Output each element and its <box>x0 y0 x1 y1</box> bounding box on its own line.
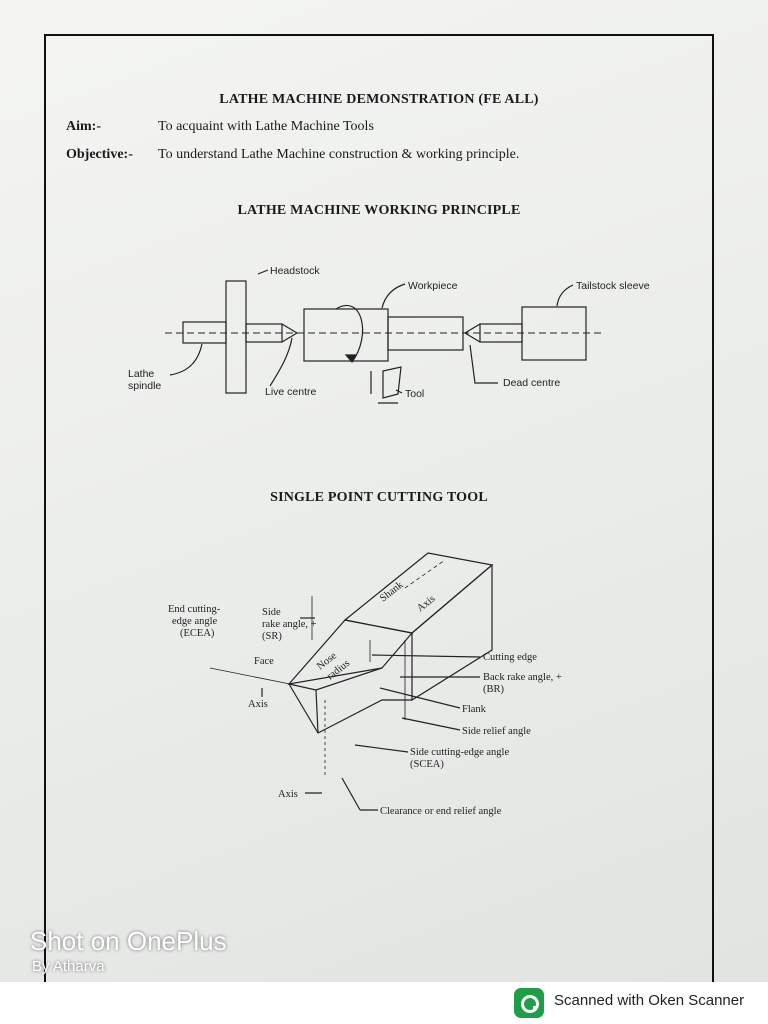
tailstock-sleeve <box>521 306 587 361</box>
axis-top-line <box>404 559 446 589</box>
label-back-rake-2: (BR) <box>483 684 505 695</box>
label-axis-bottom: Axis <box>278 789 298 800</box>
label-shank: Shank <box>378 579 406 604</box>
scanner-text: Scanned with Oken Scanner <box>554 992 745 1009</box>
label-back-rake-1: Back rake angle, + <box>483 672 562 683</box>
nose-edge <box>315 689 319 734</box>
aim-text: To acquaint with Lathe Machine Tools <box>158 119 374 134</box>
scanner-footer <box>0 982 768 1024</box>
label-ecea-1: End cutting- <box>168 604 221 615</box>
label-headstock: Headstock <box>270 265 320 277</box>
label-cutting-edge: Cutting edge <box>483 652 537 663</box>
label-sr-1: Side <box>262 607 281 618</box>
rotation-arrowhead <box>344 354 358 364</box>
label-scea-1: Side cutting-edge angle <box>410 747 509 758</box>
label-lathe: Lathe <box>128 368 154 380</box>
label-dead-centre: Dead centre <box>503 377 560 389</box>
label-axis-left: Axis <box>248 699 268 710</box>
label-tool: Tool <box>405 388 424 400</box>
label-axis-top: Axis <box>415 593 437 614</box>
watermark-shot-on: Shot on OnePlus <box>30 926 227 956</box>
shank-side-face <box>411 563 493 702</box>
label-ecea-3: (ECEA) <box>180 628 215 639</box>
leader-flank <box>379 687 461 709</box>
leader-cutting-edge <box>371 654 481 658</box>
leader-scea <box>354 744 409 753</box>
leader-dead-centre <box>469 344 498 384</box>
label-spindle: spindle <box>128 380 161 392</box>
leader-tailstock <box>556 284 574 307</box>
leader-workpiece <box>381 283 406 309</box>
label-live-centre: Live centre <box>265 386 317 398</box>
live-centre-point <box>281 323 299 343</box>
leader-tool <box>395 389 403 394</box>
label-ecea-2: edge angle <box>172 616 218 627</box>
label-sr-2: rake angle, + <box>262 619 317 630</box>
label-clearance: Clearance or end relief angle <box>380 806 502 817</box>
lathe-diagram <box>165 269 605 404</box>
figure2-title: SINGLE POINT CUTTING TOOL <box>270 490 488 505</box>
label-side-relief: Side relief angle <box>462 726 531 737</box>
label-tailstock-sleeve: Tailstock sleeve <box>576 280 650 292</box>
scanner-logo-icon <box>514 988 544 1018</box>
tool <box>382 366 402 399</box>
leader-spindle <box>169 343 203 376</box>
workpiece <box>303 308 389 362</box>
label-workpiece: Workpiece <box>408 280 458 292</box>
ecea-line <box>209 667 291 685</box>
label-flank: Flank <box>462 704 487 715</box>
leader-clearance <box>341 777 361 811</box>
live-centre-shaft <box>245 323 283 343</box>
label-face: Face <box>254 656 274 667</box>
watermark-author: By Atharva <box>32 958 105 975</box>
objective-label: Objective:- <box>66 147 133 162</box>
cutting-tool-diagram <box>209 552 494 811</box>
document-title: LATHE MACHINE DEMONSTRATION (FE ALL) <box>219 92 539 107</box>
flank-edge <box>288 683 412 734</box>
objective-text: To understand Lathe Machine construction… <box>158 147 520 162</box>
page-border <box>44 34 714 984</box>
label-sr-3: (SR) <box>262 631 282 642</box>
dead-centre-point <box>463 323 481 343</box>
leader-headstock <box>257 269 269 275</box>
label-scea-2: (SCEA) <box>410 759 444 770</box>
lathe-spindle <box>182 321 227 344</box>
headstock <box>225 280 247 394</box>
figure1-title: LATHE MACHINE WORKING PRINCIPLE <box>237 203 521 218</box>
rotation-arrow <box>335 304 364 363</box>
leader-live-centre <box>269 337 293 387</box>
aim-label: Aim:- <box>66 119 101 134</box>
shank-top-face <box>343 552 494 634</box>
extension-shaft <box>387 316 464 351</box>
document-photo <box>0 0 768 982</box>
leader-side-relief <box>401 717 461 731</box>
